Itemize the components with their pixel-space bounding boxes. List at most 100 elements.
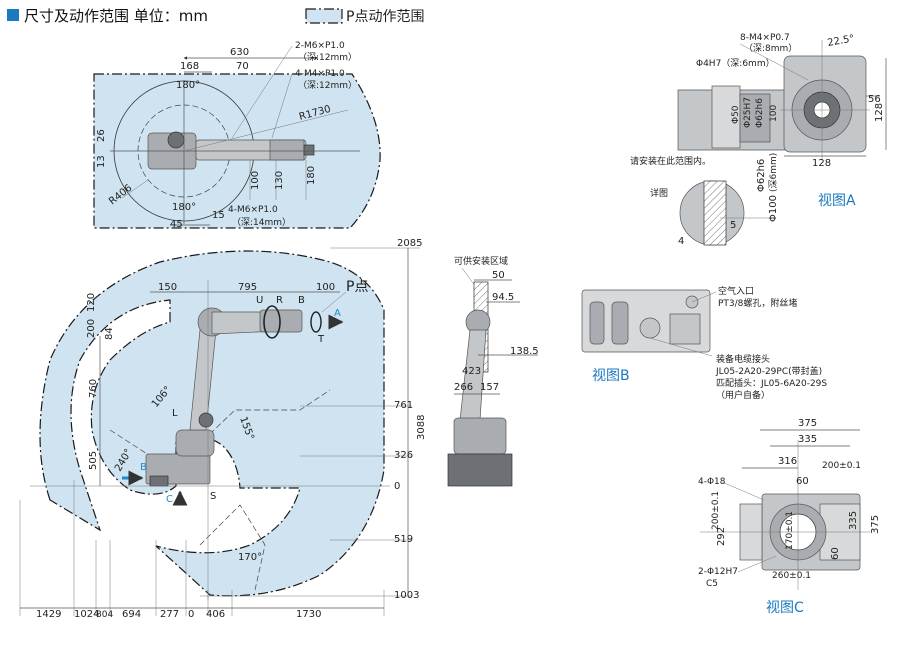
dimension-label: （深:14mm） <box>232 217 291 228</box>
dimension-label: Φ62h6 <box>755 98 765 128</box>
dimension-label: 277 <box>160 609 179 620</box>
dimension-label: 335 <box>798 434 817 445</box>
dimension-label: 120 <box>86 293 97 312</box>
dimension-label: Φ100 <box>768 195 779 222</box>
dimension-label: A <box>334 308 341 319</box>
dimension-label: 1429 <box>36 609 61 620</box>
dimension-label: （深:8mm） <box>744 43 797 54</box>
dimension-label: Φ62h6 <box>756 159 767 192</box>
dimension-label: 795 <box>238 282 257 293</box>
dimension-label: 170° <box>238 552 262 563</box>
dimension-label: C5 <box>706 579 718 589</box>
dimension-label: 8-M4×P0.7 <box>740 33 790 43</box>
dimension-label: 804 <box>96 610 113 620</box>
dimension-label: 100 <box>769 105 779 122</box>
dimension-label: 180 <box>306 166 317 185</box>
dimension-label: 200±0.1 <box>711 491 721 530</box>
dimension-label: Φ50 <box>731 105 741 124</box>
dimension-label: L <box>172 408 178 419</box>
dimension-label: 84 <box>104 327 115 340</box>
dimension-label: 168 <box>180 61 199 72</box>
dimension-label: 详图 <box>650 187 668 199</box>
dimension-label: 5 <box>730 220 736 231</box>
dimension-label: 694 <box>122 609 141 620</box>
dimension-label: (深6mm) <box>768 153 779 192</box>
dimension-label: 423 <box>462 366 481 377</box>
view-c-caption: 视图C <box>766 600 804 616</box>
dimension-label: 3088 <box>416 415 427 440</box>
p-point-label: P点 <box>346 279 368 295</box>
dimension-label: 335 <box>848 511 859 530</box>
dimension-label: 326 <box>394 450 413 461</box>
dimension-label: 266 <box>454 382 473 393</box>
dimension-label: 128 <box>812 158 831 169</box>
dimension-label: 2-M6×P1.0 <box>295 41 345 51</box>
dimension-label: 761 <box>394 400 413 411</box>
dimension-label: 180° <box>172 202 196 213</box>
dimension-label: 1730 <box>296 609 321 620</box>
dimension-label: 4 <box>678 236 684 247</box>
dimension-label: PT3/8螺孔，附丝堵 <box>718 297 797 309</box>
dimension-label: 375 <box>798 418 817 429</box>
view-a: 8-M4×P0.7 （深:8mm） Φ4H7（深:6mm） 22.5° Φ50 … <box>630 33 887 247</box>
dimension-label: B <box>298 295 305 306</box>
dimension-label: 70 <box>236 61 249 72</box>
dimension-label: 60 <box>830 547 841 560</box>
dimension-label: 505 <box>88 451 99 470</box>
dimension-label: 56 <box>868 94 881 105</box>
legend-label: P点动作范围 <box>346 8 424 25</box>
legend-swatch <box>305 8 343 24</box>
dimension-label: 0 <box>188 609 194 620</box>
dimension-label: 375 <box>870 515 881 534</box>
dimension-label: 1024 <box>74 609 99 620</box>
dimension-label: Φ25H7 <box>743 97 753 128</box>
dimension-label: S <box>210 491 216 502</box>
dimension-label: 157 <box>480 382 499 393</box>
dimension-label: 60 <box>796 476 809 487</box>
dimension-label: 22.5° <box>827 33 856 49</box>
dimension-label: 0 <box>394 481 400 492</box>
view-b: 空气入口 PT3/8螺孔，附丝堵 装备电缆接头 JL05-2A20-29PC(带… <box>581 285 827 401</box>
dimension-label: 4-Φ18 <box>698 477 726 487</box>
dimension-label: 100 <box>316 282 335 293</box>
dimension-label: JL05-2A20-29PC(带封盖) <box>715 365 822 377</box>
dimension-label: （深:12mm） <box>298 80 357 91</box>
dimension-label: （深:12mm） <box>298 52 357 63</box>
dimension-label: 2-Φ12H7 <box>698 567 738 577</box>
dimension-label: 292 <box>716 527 727 546</box>
dimension-label: 可供安装区域 <box>454 255 508 267</box>
dimension-label: U <box>256 295 263 306</box>
dimension-label: 180° <box>176 80 200 91</box>
dimension-label: 260±0.1 <box>772 571 811 581</box>
page-title: 尺寸及动作范围 单位：mm <box>24 7 208 25</box>
dimension-label: 45 <box>170 219 183 230</box>
dimension-label: 15 <box>212 210 225 221</box>
dimension-label: T <box>317 334 325 345</box>
dimension-label: 316 <box>778 456 797 467</box>
front-view: 可供安装区域 50 94.5 138.5 423 266 157 <box>447 255 539 487</box>
dimension-label: 760 <box>88 379 99 398</box>
dimension-label: 138.5 <box>510 346 539 357</box>
dimension-label: 4-M6×P1.0 <box>228 205 278 215</box>
dimension-label: 200±0.1 <box>822 461 861 471</box>
dimension-label: 装备电缆接头 <box>716 353 770 365</box>
dimension-label: C <box>166 494 173 505</box>
dimension-label: Φ4H7（深:6mm） <box>696 58 775 69</box>
dimension-label: （用户自备） <box>716 389 770 401</box>
side-view: 150 795 100 120 200 84 P点 U R B T L S A … <box>19 238 427 620</box>
dimension-label: 2085 <box>397 238 422 249</box>
dimension-label: 94.5 <box>492 292 514 303</box>
dimension-label: 150 <box>158 282 177 293</box>
dimension-label: 200 <box>86 319 97 338</box>
dimension-label: 4-M4×P1.0 <box>295 69 345 79</box>
dimension-label: 26 <box>96 129 107 142</box>
dimension-label: 406 <box>206 609 225 620</box>
dimension-label: 100 <box>250 171 261 190</box>
dimension-label: R <box>276 295 283 306</box>
dimension-label: B <box>140 462 147 473</box>
view-c: 375 335 316 200±0.1 60 200±0.1 292 170±0… <box>698 418 881 616</box>
dimension-label: 519 <box>394 534 413 545</box>
dimension-label: 170±0.1 <box>785 511 795 550</box>
dimension-label: 630 <box>230 47 249 58</box>
dimension-label: 50 <box>492 270 505 281</box>
